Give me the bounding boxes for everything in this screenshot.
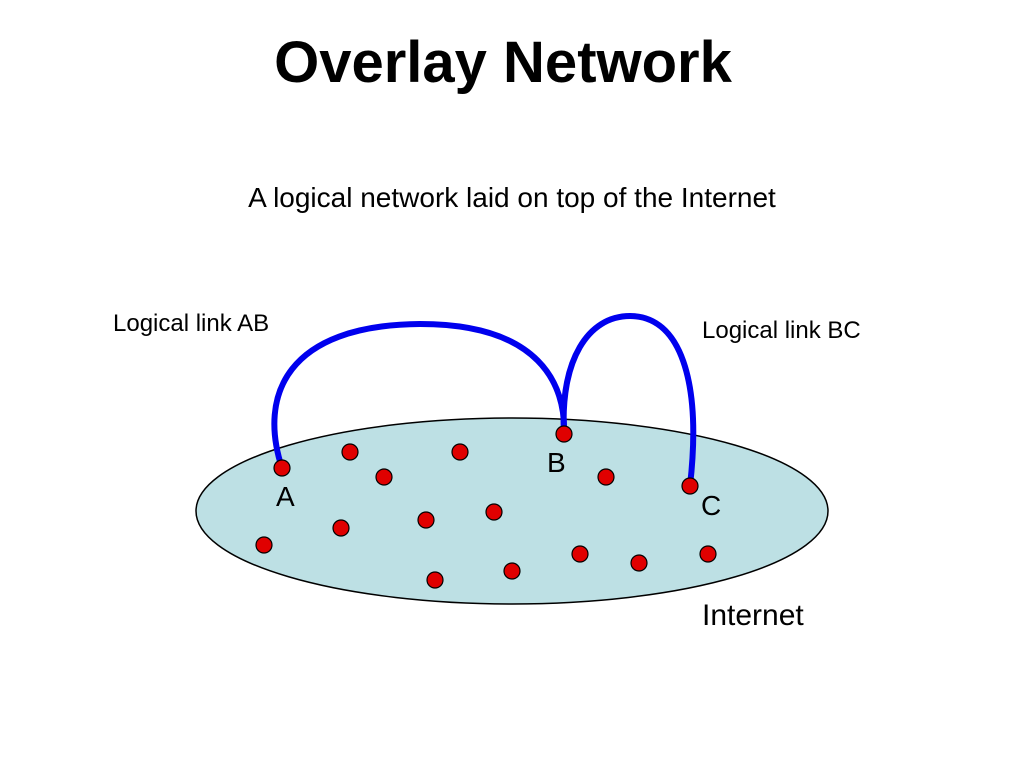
router-node xyxy=(451,443,469,461)
router-node xyxy=(571,545,589,563)
router-node xyxy=(417,511,435,529)
router-nodes xyxy=(255,443,717,589)
overlay-node-a xyxy=(273,459,291,477)
router-node xyxy=(485,503,503,521)
router-node xyxy=(341,443,359,461)
internet-cloud xyxy=(195,417,829,605)
logical-link-bc-label: Logical link BC xyxy=(702,317,861,344)
logical-link-ab xyxy=(271,320,568,471)
router-node xyxy=(503,562,521,580)
node-a-label: A xyxy=(276,481,295,512)
slide-title: Overlay Network xyxy=(274,30,732,95)
router-node xyxy=(699,545,717,563)
overlay-node-b xyxy=(555,425,573,443)
router-node xyxy=(332,519,350,537)
overlay-node-c xyxy=(681,477,699,495)
logical-link-bc xyxy=(560,312,697,489)
router-node xyxy=(630,554,648,572)
node-c-label: C xyxy=(701,490,722,521)
node-b-label: B xyxy=(547,447,566,478)
router-node xyxy=(375,468,393,486)
slide-subtitle: A logical network laid on top of the Int… xyxy=(248,182,776,213)
logical-link-ab-label: Logical link AB xyxy=(113,310,270,337)
router-node xyxy=(255,536,273,554)
internet-label: Internet xyxy=(702,599,804,632)
router-node xyxy=(597,468,615,486)
router-node xyxy=(426,571,444,589)
